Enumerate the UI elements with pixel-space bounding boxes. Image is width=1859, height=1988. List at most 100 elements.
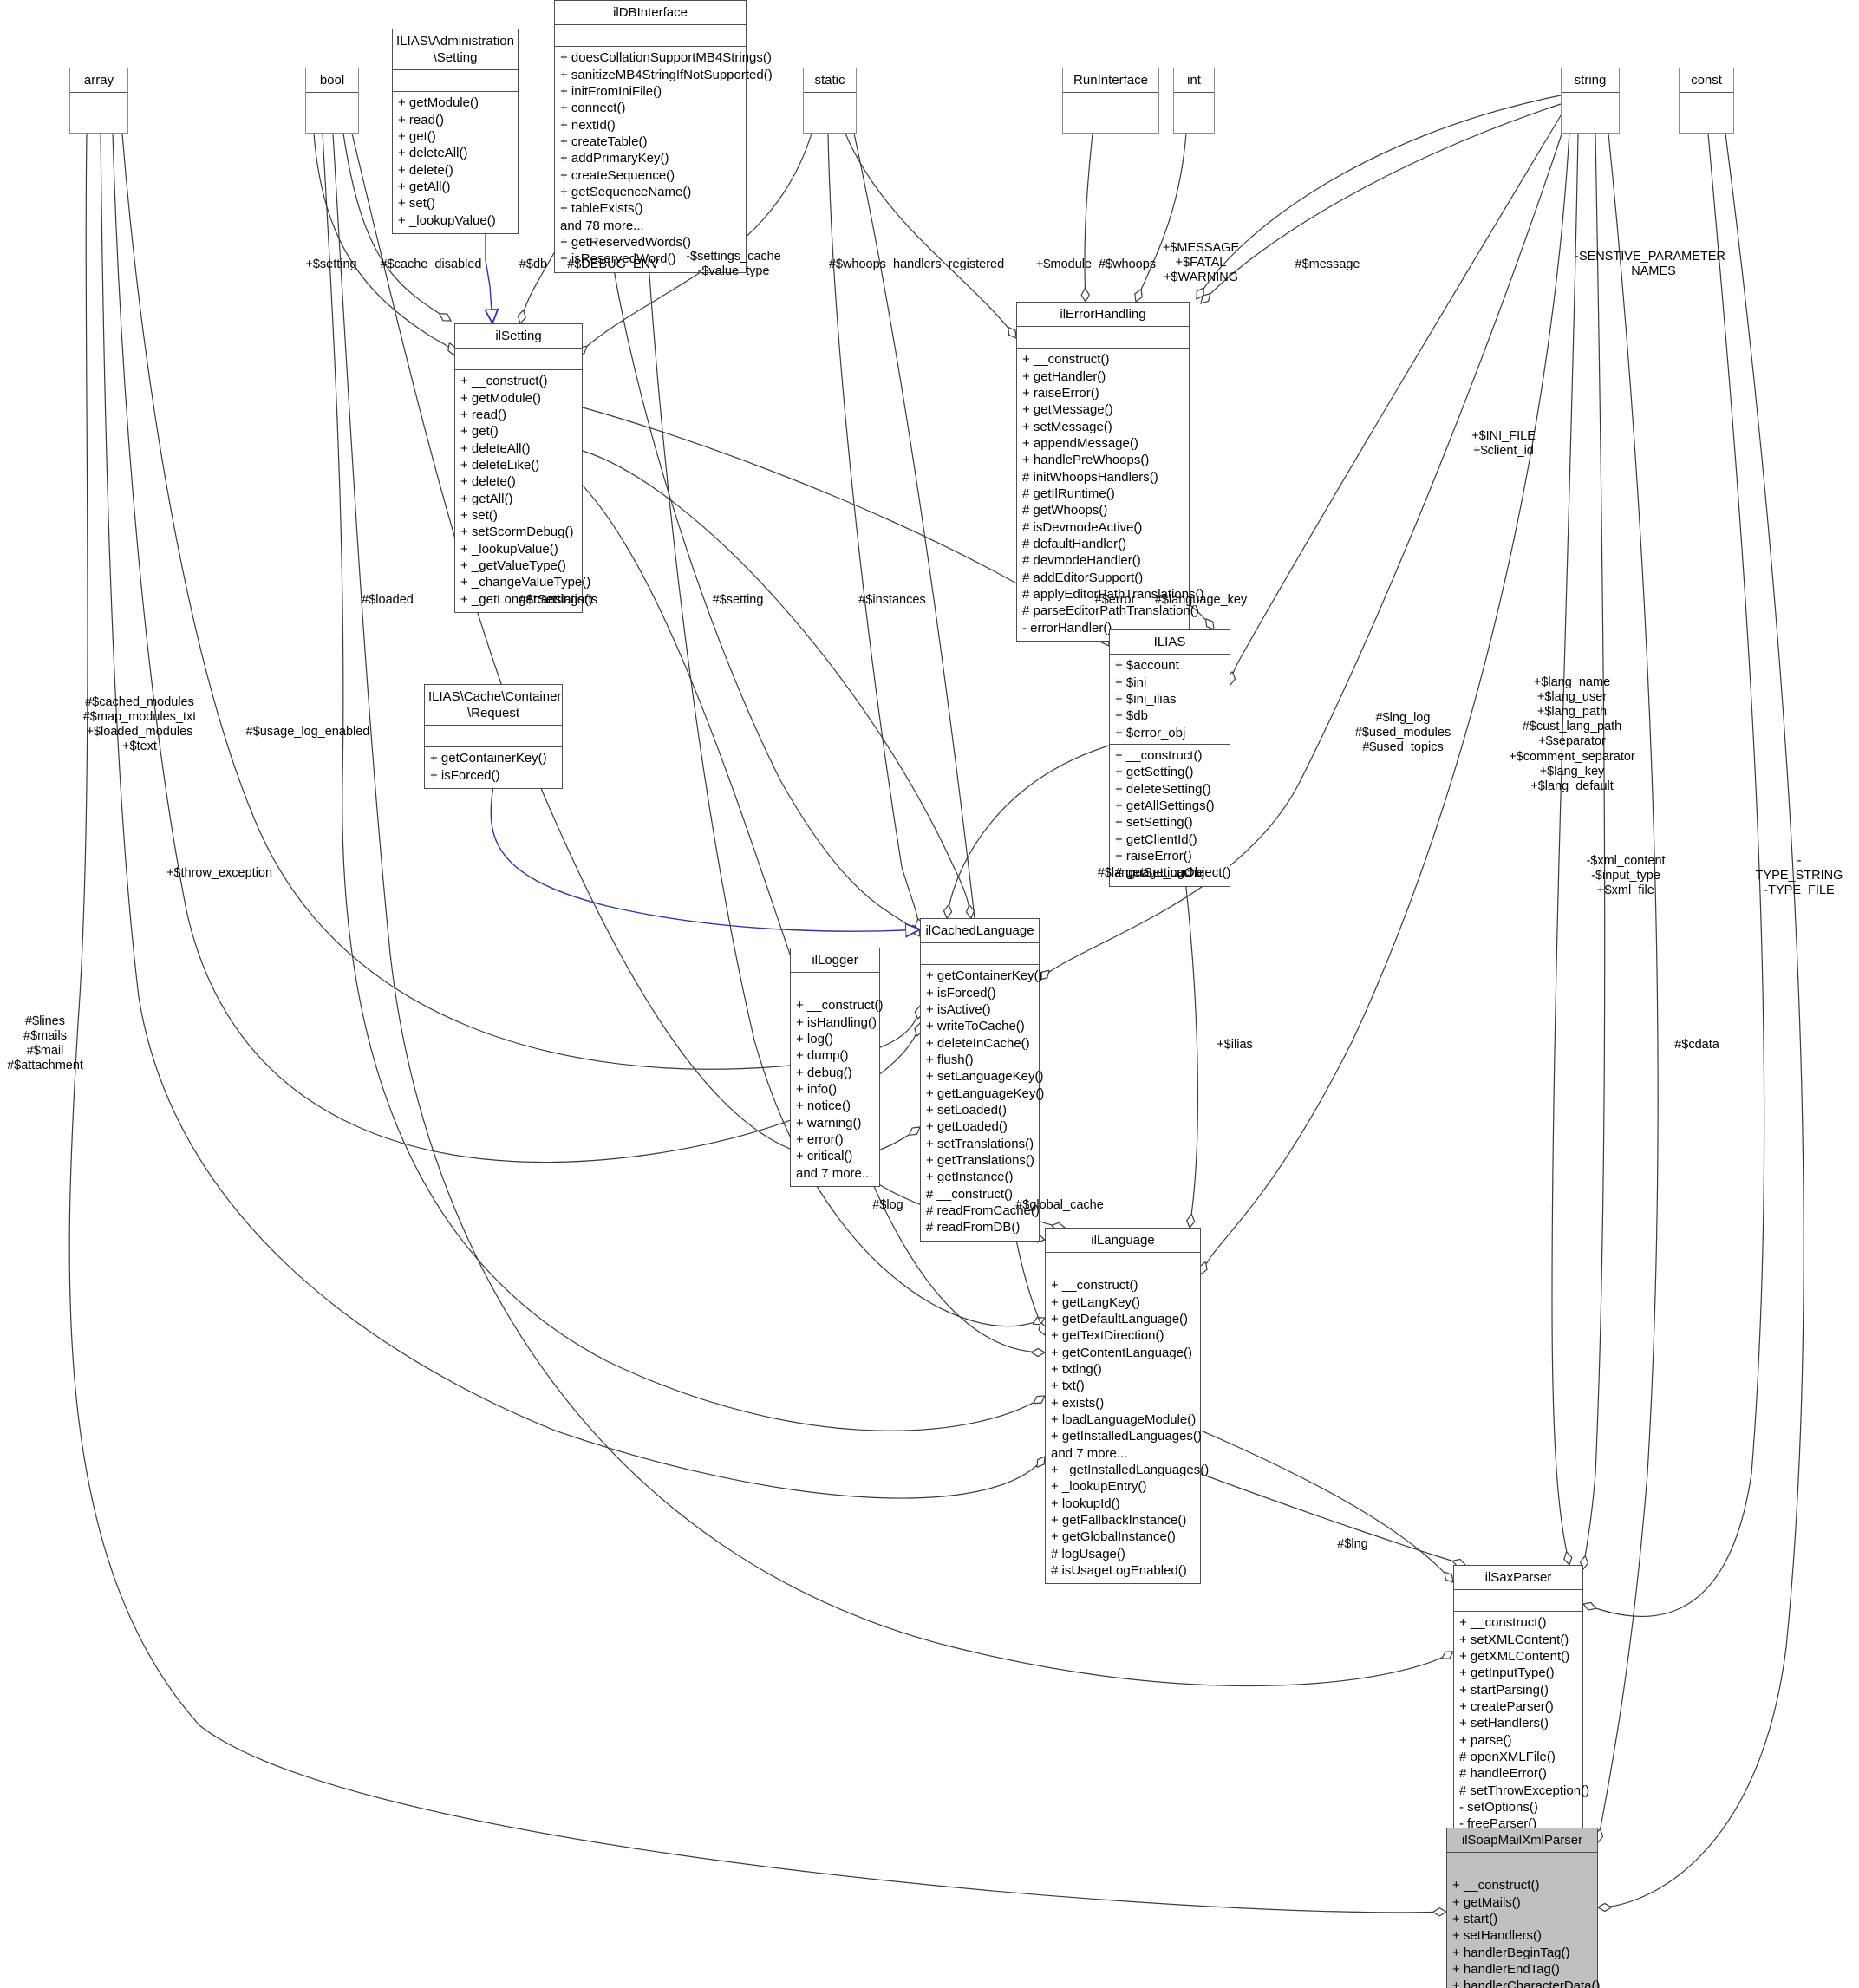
operation-item: + getXMLContent() bbox=[1459, 1648, 1570, 1664]
operation-item: + delete() bbox=[460, 474, 516, 490]
empty-operations bbox=[311, 117, 353, 133]
operation-item: + getContainerKey() bbox=[926, 968, 1043, 984]
edge-label-language-cache: #$language_cache bbox=[1097, 866, 1204, 880]
operation-item: # __construct() bbox=[926, 1186, 1014, 1202]
class-title: ilCachedLanguage bbox=[921, 919, 1039, 944]
class-title: array bbox=[70, 68, 127, 94]
operations-list: + __construct() + getMails() + start() +… bbox=[1447, 1874, 1601, 1988]
class-box-static[interactable]: static bbox=[803, 68, 857, 134]
operation-item: + getAllSettings() bbox=[1115, 798, 1215, 813]
operation-item: + _getValueType() bbox=[460, 557, 566, 573]
operation-item: + setLoaded() bbox=[926, 1102, 1007, 1118]
empty-operations bbox=[1567, 117, 1614, 133]
operation-item: + _lookupValue() bbox=[398, 212, 496, 228]
operation-item: + createParser() bbox=[1459, 1698, 1554, 1714]
operation-item: + txt() bbox=[1051, 1379, 1085, 1394]
attribute-item: + $ini bbox=[1115, 675, 1147, 690]
operation-item: + getDefaultLanguage() bbox=[1051, 1311, 1189, 1326]
operation-item: # getSettingObject() bbox=[1115, 865, 1231, 881]
operation-item: # getIlRuntime() bbox=[1022, 486, 1115, 501]
operation-item: + deleteInCache() bbox=[926, 1035, 1030, 1051]
empty-attributes bbox=[926, 946, 1034, 961]
operation-item: + getGlobalInstance() bbox=[1051, 1529, 1176, 1545]
class-title: const bbox=[1680, 68, 1733, 94]
operation-item: # isDevmodeActive() bbox=[1022, 519, 1143, 535]
class-box-runinterface[interactable]: RunInterface bbox=[1062, 68, 1159, 134]
empty-attributes bbox=[1051, 1255, 1195, 1271]
edge-label-global-cache: #$global_cache bbox=[1015, 1198, 1104, 1212]
class-box-ilias-administration-setting[interactable]: ILIAS\Administration \Setting + getModul… bbox=[392, 29, 519, 235]
operation-item: # parseEditorPathTranslation() bbox=[1022, 603, 1199, 619]
edge-label-setting: +$setting bbox=[305, 257, 357, 271]
operation-item: + __construct() bbox=[1459, 1615, 1547, 1631]
class-box-ilsaxparser[interactable]: ilSaxParser + __construct() + setXMLCont… bbox=[1453, 1565, 1590, 1838]
operation-item: + deleteLike() bbox=[460, 457, 540, 473]
attribute-item: + $error_obj bbox=[1115, 725, 1186, 740]
edge-label-db: #$db bbox=[519, 257, 548, 271]
operation-item: + setMessage() bbox=[1022, 419, 1112, 434]
edge-label-cache-disabled: #$cache_disabled bbox=[380, 257, 482, 271]
operation-item: + getTranslations() bbox=[926, 1152, 1034, 1168]
operation-item: + getInstance() bbox=[926, 1170, 1014, 1185]
operation-item: + isActive() bbox=[926, 1001, 991, 1017]
class-box-string[interactable]: string bbox=[1561, 68, 1620, 134]
empty-operations bbox=[1068, 117, 1153, 133]
edge-label-language-key: #$language_key bbox=[1154, 593, 1248, 607]
edge-label-log: #$log bbox=[872, 1198, 903, 1212]
operation-item: + notice() bbox=[796, 1098, 851, 1114]
class-title: ilSaxParser bbox=[1454, 1566, 1582, 1591]
empty-operations bbox=[75, 117, 122, 133]
operation-item: + _lookupEntry() bbox=[1051, 1479, 1147, 1495]
edge-label-settings-cache: -$settings_cache -$value_type bbox=[686, 250, 781, 279]
class-box-bool[interactable]: bool bbox=[305, 68, 359, 134]
attribute-item: + $ini_ilias bbox=[1115, 691, 1177, 707]
operation-item: # defaultHandler() bbox=[1022, 536, 1127, 551]
operation-item: and 78 more... bbox=[560, 218, 644, 233]
operation-item: + setXMLContent() bbox=[1459, 1632, 1569, 1647]
class-box-array[interactable]: array bbox=[69, 68, 128, 134]
empty-attributes bbox=[796, 975, 874, 991]
class-box-ildbinterface[interactable]: ilDBInterface + doesCollationSupportMB4S… bbox=[554, 0, 773, 273]
empty-attributes bbox=[430, 728, 557, 744]
class-box-ilcachedlanguage[interactable]: ilCachedLanguage + getContainerKey() + i… bbox=[920, 918, 1044, 1242]
class-title: ilLanguage bbox=[1046, 1229, 1200, 1254]
empty-operations bbox=[809, 117, 851, 133]
edge-label-message: #$message bbox=[1295, 257, 1360, 271]
class-box-int[interactable]: int bbox=[1173, 68, 1215, 134]
empty-attributes bbox=[311, 95, 353, 111]
edge-label-type-string: -TYPE_STRING -TYPE_FILE bbox=[1755, 854, 1843, 898]
operation-item: # addEditorSupport() bbox=[1022, 570, 1144, 585]
operation-item: + setTranslations() bbox=[926, 1136, 1034, 1151]
operation-item: + __construct() bbox=[1452, 1878, 1540, 1893]
class-box-illanguage[interactable]: ilLanguage + __construct() + getLangKey(… bbox=[1045, 1228, 1209, 1585]
class-box-ilerrorhandling[interactable]: ilErrorHandling + __construct() + getHan… bbox=[1016, 302, 1204, 642]
operations-list: + __construct() + getLangKey() + getDefa… bbox=[1046, 1274, 1209, 1583]
operation-item: + sanitizeMB4StringIfNotSupported() bbox=[560, 67, 773, 82]
attributes-list: + $account + $ini + $ini_ilias + $db + $… bbox=[1110, 655, 1230, 745]
edge-label-senstive-parameter-names: -SENSTIVE_PARAMETER _NAMES bbox=[1575, 250, 1725, 279]
operation-item: + getMails() bbox=[1452, 1894, 1521, 1910]
empty-attributes bbox=[1179, 95, 1209, 111]
operation-item: + isReservedWord() bbox=[560, 251, 676, 267]
operation-item: + getTextDirection() bbox=[1051, 1328, 1164, 1344]
edge-label-translations: #$translations bbox=[519, 593, 598, 607]
operation-item: + log() bbox=[796, 1031, 833, 1046]
operation-item: + getReservedWords() bbox=[560, 234, 692, 250]
class-box-ilias[interactable]: ILIAS + $account + $ini + $ini_ilias + $… bbox=[1109, 629, 1230, 887]
operation-item: + parse() bbox=[1459, 1732, 1512, 1748]
class-box-ilsetting[interactable]: ilSetting + __construct() + getModule() … bbox=[454, 323, 594, 613]
class-title: ILIAS bbox=[1110, 630, 1230, 655]
operation-item: + _getLongerSettings() bbox=[460, 591, 594, 607]
class-box-const[interactable]: const bbox=[1679, 68, 1734, 134]
class-box-ilias-cache-container-request[interactable]: ILIAS\Cache\Container \Request + getCont… bbox=[424, 684, 563, 790]
class-box-ilsoapmailxmlparser[interactable]: ilSoapMailXmlParser + __construct() + ge… bbox=[1446, 1828, 1601, 1988]
class-title: bool bbox=[306, 68, 358, 94]
class-box-illogger[interactable]: ilLogger + __construct() + isHandling() … bbox=[790, 948, 883, 1187]
operations-list: + __construct() + getModule() + read() +… bbox=[455, 370, 594, 612]
operation-item: # setThrowException() bbox=[1459, 1783, 1590, 1798]
edge-label-cached-modules: #$cached_modules #$map_modules_txt +$loa… bbox=[82, 695, 197, 754]
operation-item: + handlePreWhoops() bbox=[1022, 453, 1150, 468]
operation-item: + getFallbackInstance() bbox=[1051, 1513, 1187, 1528]
class-title: string bbox=[1562, 68, 1619, 94]
operation-item: + getSequenceName() bbox=[560, 184, 692, 199]
